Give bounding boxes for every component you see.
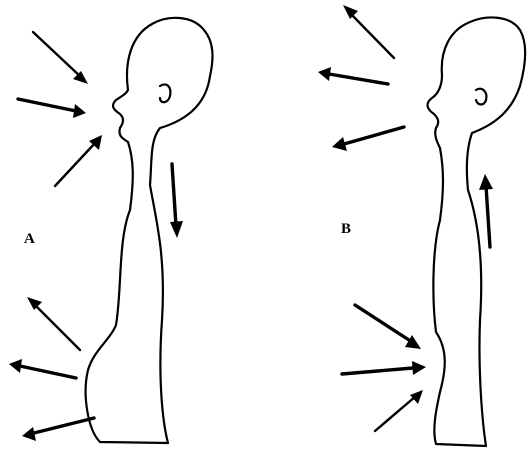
- exhale-arrow-lower-a: [22, 418, 94, 441]
- inhale-arrow-upper-a: [33, 32, 88, 84]
- exhale-arrow-upper-a: [27, 297, 80, 350]
- panel-a: A: [9, 18, 212, 443]
- inhale-arrow-upper-b: [355, 305, 421, 349]
- exhale-arrow-lower-b: [332, 127, 404, 151]
- exhale-arrow-upper-b: [343, 5, 394, 58]
- figure-a-silhouette: [86, 18, 213, 443]
- inhale-arrow-middle-a: [18, 99, 86, 118]
- figure-b-ear: [476, 89, 486, 105]
- exhale-arrow-middle-a: [9, 359, 76, 378]
- inhale-arrow-middle-b: [342, 361, 426, 375]
- inhale-arrow-lower-a: [55, 135, 102, 186]
- exhale-arrow-middle-b: [318, 67, 388, 84]
- panel-b: B: [318, 5, 525, 446]
- figure-b-silhouette: [428, 17, 526, 446]
- panel-a-label: A: [24, 231, 35, 247]
- figure-a-ear: [160, 84, 170, 102]
- upward-airflow-arrow-b: [479, 174, 493, 247]
- panel-b-label: B: [341, 221, 351, 237]
- inhale-arrow-lower-b: [375, 390, 423, 431]
- downward-airflow-arrow-a: [170, 164, 183, 238]
